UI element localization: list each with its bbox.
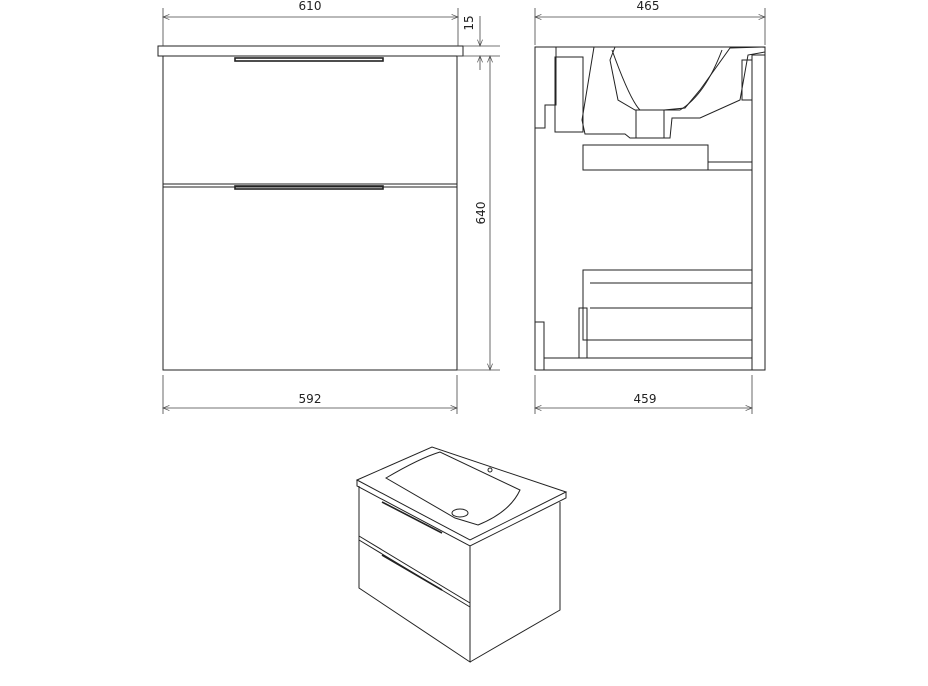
front-view: 610 15 640 592 — [157, 0, 500, 414]
section-hatch-left — [534, 46, 557, 129]
dim-height: 640 — [474, 202, 488, 225]
dim-width-top: 610 — [299, 0, 322, 13]
cabinet-body — [162, 55, 458, 371]
dim-depth-bottom: 459 — [634, 392, 657, 406]
iso-basin — [385, 451, 521, 526]
iso-cabinet-front — [358, 486, 471, 663]
isometric-view — [355, 446, 568, 663]
drain — [635, 109, 665, 139]
dim-depth-top: 465 — [637, 0, 660, 13]
iso-countertop — [355, 446, 568, 541]
bottom-panel — [543, 357, 753, 371]
basin-section — [581, 46, 766, 139]
side-section-view: 465 459 — [535, 0, 765, 414]
drawer-handle-top — [234, 57, 384, 62]
dim-top-thickness: 15 — [462, 15, 476, 30]
dim-width-bottom: 592 — [299, 392, 322, 406]
siphon-drawer — [582, 144, 709, 171]
back-panel — [751, 54, 766, 371]
iso-handle-top — [381, 501, 443, 534]
countertop — [157, 45, 464, 57]
lower-drawer — [582, 269, 753, 341]
drawer-handle-bottom — [234, 185, 384, 190]
iso-handle-bottom — [381, 554, 443, 591]
basin-bowl — [611, 49, 723, 111]
